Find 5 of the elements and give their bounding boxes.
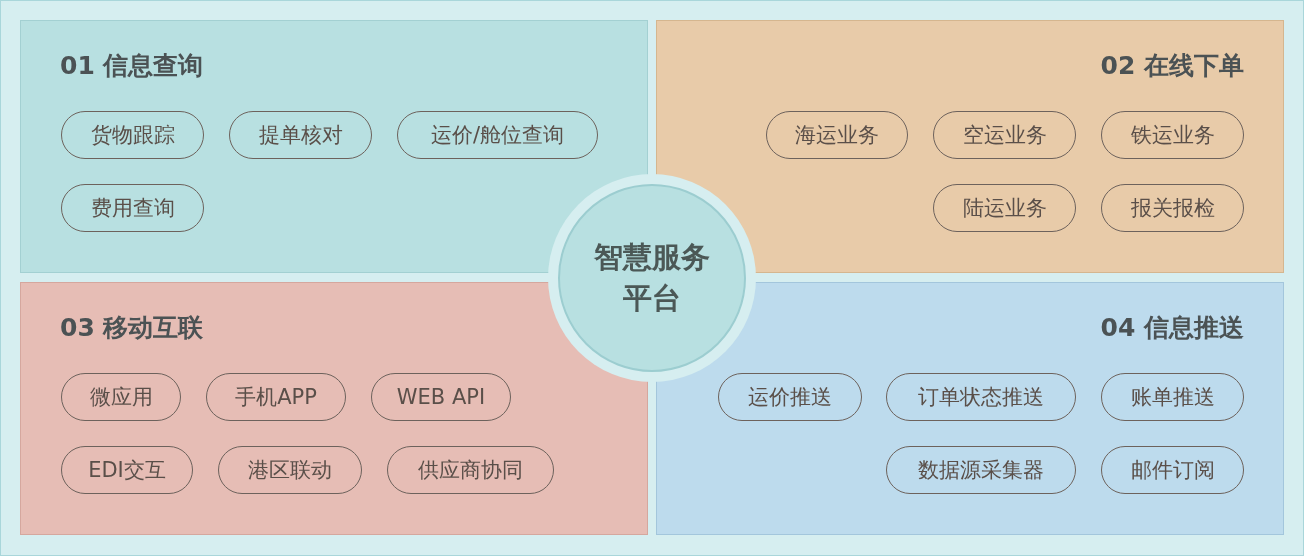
section-heading: 04 信息推送 bbox=[1100, 312, 1244, 344]
platform-title: 智慧服务平台 bbox=[593, 239, 711, 317]
section-heading: 01 信息查询 bbox=[60, 50, 204, 82]
section-heading: 02 在线下单 bbox=[1100, 50, 1244, 82]
section-heading: 03 移动互联 bbox=[60, 312, 204, 344]
